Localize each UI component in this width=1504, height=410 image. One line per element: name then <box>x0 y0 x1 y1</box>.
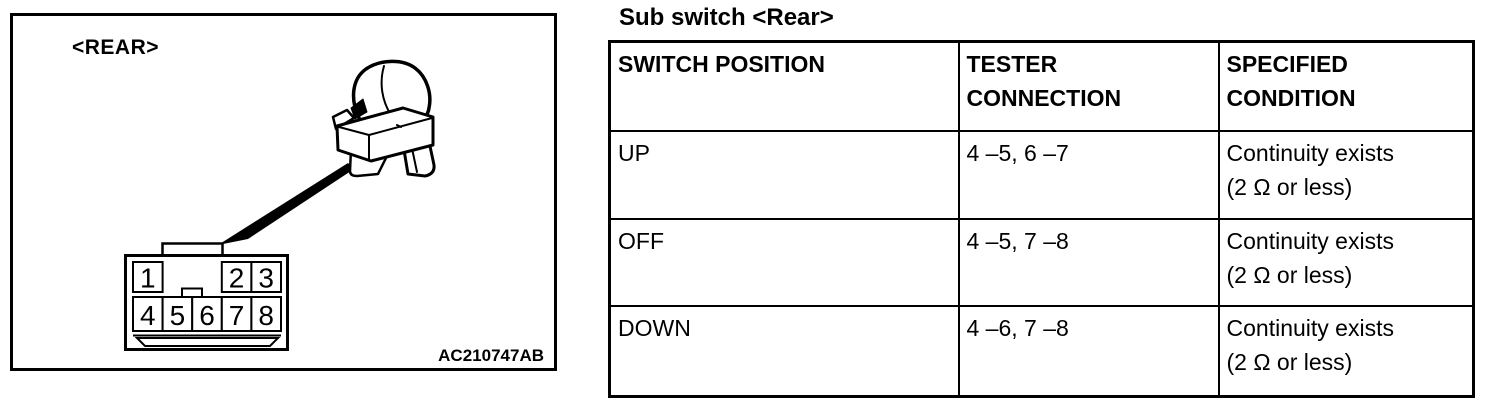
header-line: SPECIFIED <box>1226 51 1348 77</box>
cell-tester-connection: 4 –5, 6 –7 <box>957 129 1220 220</box>
cell-switch-position: UP <box>608 129 960 220</box>
condition-line: (2 Ω or less) <box>1226 173 1353 200</box>
table-row: OFF 4 –5, 7 –8 Continuity exists (2 Ω or… <box>608 217 1475 307</box>
table-row: DOWN 4 –6, 7 –8 Continuity exists (2 Ω o… <box>608 304 1475 398</box>
cell-specified-condition: Continuity exists (2 Ω or less) <box>1217 304 1475 398</box>
view-label: <REAR> <box>72 36 160 59</box>
col-header-tester-connection: TESTER CONNECTION <box>957 40 1220 132</box>
cell-switch-position: DOWN <box>608 304 960 398</box>
condition-line: Continuity exists <box>1226 314 1394 341</box>
cell-tester-connection: 4 –5, 7 –8 <box>957 217 1220 307</box>
condition-line: Continuity exists <box>1226 139 1394 166</box>
table-row: UP 4 –5, 6 –7 Continuity exists (2 Ω or … <box>608 129 1475 220</box>
figure-code: AC210747AB <box>438 346 544 365</box>
table-title: Sub switch <Rear> <box>619 4 834 31</box>
table-header-row: SWITCH POSITION TESTER CONNECTION SPECIF… <box>608 40 1475 132</box>
sub-switch-spec-table: SWITCH POSITION TESTER CONNECTION SPECIF… <box>608 40 1475 398</box>
header-line: CONDITION <box>1226 85 1356 111</box>
condition-line: (2 Ω or less) <box>1226 261 1353 288</box>
col-header-switch-position: SWITCH POSITION <box>608 40 960 132</box>
cell-tester-connection: 4 –6, 7 –8 <box>957 304 1220 398</box>
header-line: CONNECTION <box>966 85 1122 111</box>
header-line: TESTER <box>966 51 1058 77</box>
diagram-frame: <REAR> AC210747AB <box>10 13 557 371</box>
condition-line: Continuity exists <box>1226 227 1394 254</box>
col-header-specified-condition: SPECIFIED CONDITION <box>1217 40 1475 132</box>
cell-specified-condition: Continuity exists (2 Ω or less) <box>1217 217 1475 307</box>
cell-switch-position: OFF <box>608 217 960 307</box>
cell-specified-condition: Continuity exists (2 Ω or less) <box>1217 129 1475 220</box>
condition-line: (2 Ω or less) <box>1226 348 1353 375</box>
header-line: SWITCH POSITION <box>618 51 825 77</box>
